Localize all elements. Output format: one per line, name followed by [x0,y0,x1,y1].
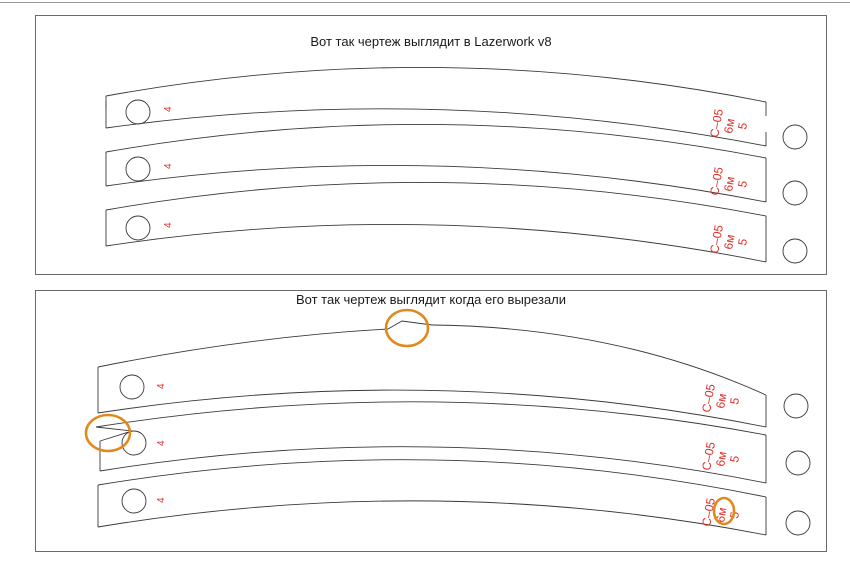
strip-drawing-after: 4 4 4 С–05 6м 5 С–05 6м 5 С–05 6м 5 [84,308,811,536]
strip-mark: 4 [163,106,174,112]
strip-count: 5 [727,396,742,405]
drawing-panel-before: Вот так чертеж выглядит в Lazerwork v8 [35,15,827,275]
strip-code: С–05 [707,224,726,255]
arc-strip [105,123,808,206]
strip-code: С–05 [699,441,718,472]
strip-drawing-before: 4 4 4 С–05 6м 5 С–05 6м 5 С–05 6м 5 [105,67,808,264]
strip-count: 5 [735,121,750,130]
strip-size: 6м [721,117,737,134]
defect-highlight-corner [84,413,132,453]
arc-strip [95,401,811,484]
arc-strip [105,67,808,150]
strip-mark: 4 [163,163,174,169]
strip-code: С–05 [699,497,718,528]
strip-size: 6м [721,233,737,250]
arc-strip [97,459,811,536]
strip-count: 5 [727,454,742,463]
strip-count: 5 [735,179,750,188]
defect-highlight-notch [384,308,430,348]
panel-caption-before: Вот так чертеж выглядит в Lazerwork v8 [310,34,552,49]
drawing-panel-after: Вот так чертеж выглядит когда его выреза… [35,290,827,552]
strip-code: С–05 [707,108,726,139]
strip-count: 5 [735,237,750,246]
strip-size: 6м [721,175,737,192]
strip-size: 6м [713,392,729,409]
strip-size: 6м [713,450,729,467]
top-divider [0,2,850,3]
arc-strip [105,181,808,264]
strip-mark: 4 [156,440,167,446]
strip-code: С–05 [699,383,718,414]
defect-highlight-text [712,496,736,526]
strip-mark: 4 [156,497,167,503]
panel-caption-after: Вот так чертеж выглядит когда его выреза… [295,292,567,307]
strip-mark: 4 [156,383,167,389]
arc-strip [97,320,809,428]
strip-mark: 4 [163,222,174,228]
strip-code: С–05 [707,166,726,197]
